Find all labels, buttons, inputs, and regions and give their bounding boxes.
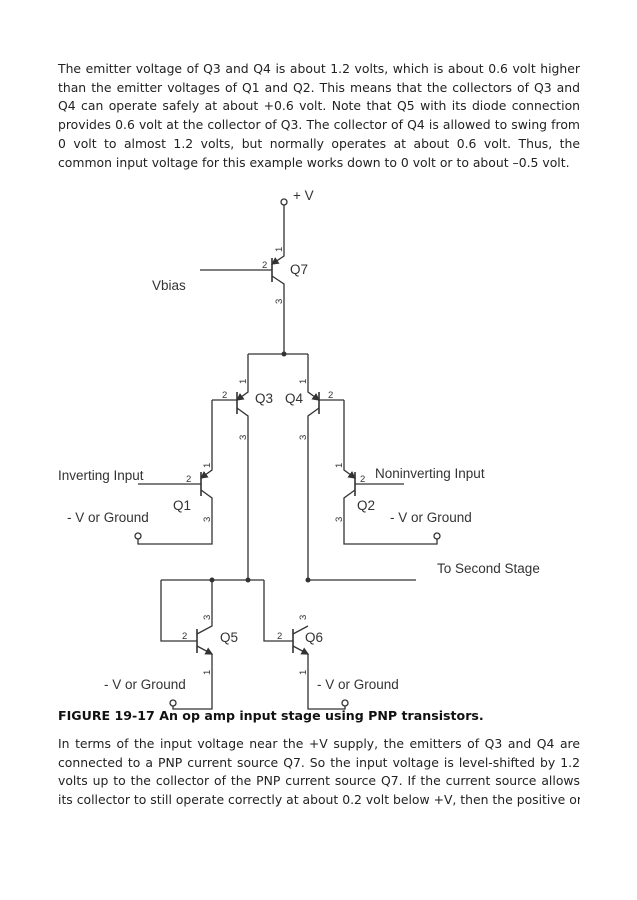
text-line: connected to a PNP current source Q7. So… xyxy=(58,754,580,770)
svg-text:2: 2 xyxy=(360,474,365,485)
svg-text:3: 3 xyxy=(298,435,309,440)
text-line: common input voltage for this example wo… xyxy=(58,154,570,170)
wires xyxy=(134,198,441,710)
text-line: 0 volt to almost 1.2 volts, but normally… xyxy=(58,135,580,151)
svg-text:1: 1 xyxy=(202,463,213,468)
text-line: than the emitter voltages of Q1 and Q2. … xyxy=(58,79,580,95)
text-line: volts up to the collector of the PNP cur… xyxy=(58,773,580,789)
svg-text:2: 2 xyxy=(277,631,282,642)
svg-text:3: 3 xyxy=(334,517,345,522)
q5-label: Q5 xyxy=(220,630,238,645)
svg-text:2: 2 xyxy=(186,474,191,485)
svg-text:3: 3 xyxy=(274,299,285,304)
svg-text:1: 1 xyxy=(202,670,213,675)
vbias-label: Vbias xyxy=(152,278,186,293)
q6-label: Q6 xyxy=(305,630,323,645)
ground-label-q2: - V or Ground xyxy=(390,510,472,525)
q4-label: Q4 xyxy=(285,391,304,406)
svg-text:1: 1 xyxy=(298,670,309,675)
figure-caption: FIGURE 19-17 An op amp input stage using… xyxy=(58,708,484,723)
inverting-input-label: Inverting Input xyxy=(58,468,144,483)
supply-terminal xyxy=(280,198,288,206)
svg-text:2: 2 xyxy=(182,631,187,642)
svg-text:3: 3 xyxy=(202,615,213,620)
output-label: To Second Stage xyxy=(437,561,540,576)
junction-dots xyxy=(209,351,311,583)
supply-label: + V xyxy=(293,188,314,203)
text-line: Q4 can operate safely at about +0.6 volt… xyxy=(58,98,580,114)
paragraph-bottom: In terms of the input voltage near the +… xyxy=(58,735,580,810)
paragraph-top: The emitter voltage of Q3 and Q4 is abou… xyxy=(58,60,580,172)
svg-text:2: 2 xyxy=(328,390,333,401)
q3-label: Q3 xyxy=(255,391,273,406)
ground-label-q5: - V or Ground xyxy=(104,677,186,692)
svg-text:1: 1 xyxy=(298,379,309,384)
svg-text:3: 3 xyxy=(238,435,249,440)
text-line: provides 0.6 volt at the collector of Q3… xyxy=(58,117,580,133)
text-line: The emitter voltage of Q3 and Q4 is abou… xyxy=(58,61,580,76)
svg-text:1: 1 xyxy=(274,247,285,252)
text-line: In terms of the input voltage near the +… xyxy=(58,736,580,751)
ground-label-q1: - V or Ground xyxy=(67,510,149,525)
noninverting-input-label: Noninverting Input xyxy=(375,466,485,481)
pin-numbers: 2 1 3 2 1 3 2 1 3 2 1 3 2 1 3 2 3 1 2 3 … xyxy=(182,247,365,675)
q2-label: Q2 xyxy=(357,498,375,513)
svg-text:2: 2 xyxy=(222,390,227,401)
text-line: its collector to still operate correctly… xyxy=(58,792,580,808)
svg-text:3: 3 xyxy=(202,517,213,522)
svg-text:1: 1 xyxy=(334,463,345,468)
svg-text:2: 2 xyxy=(262,260,267,271)
svg-text:3: 3 xyxy=(298,615,309,620)
svg-text:1: 1 xyxy=(238,379,249,384)
q7-label: Q7 xyxy=(290,262,308,277)
ground-label-q6: - V or Ground xyxy=(317,677,399,692)
q1-label: Q1 xyxy=(173,498,191,513)
